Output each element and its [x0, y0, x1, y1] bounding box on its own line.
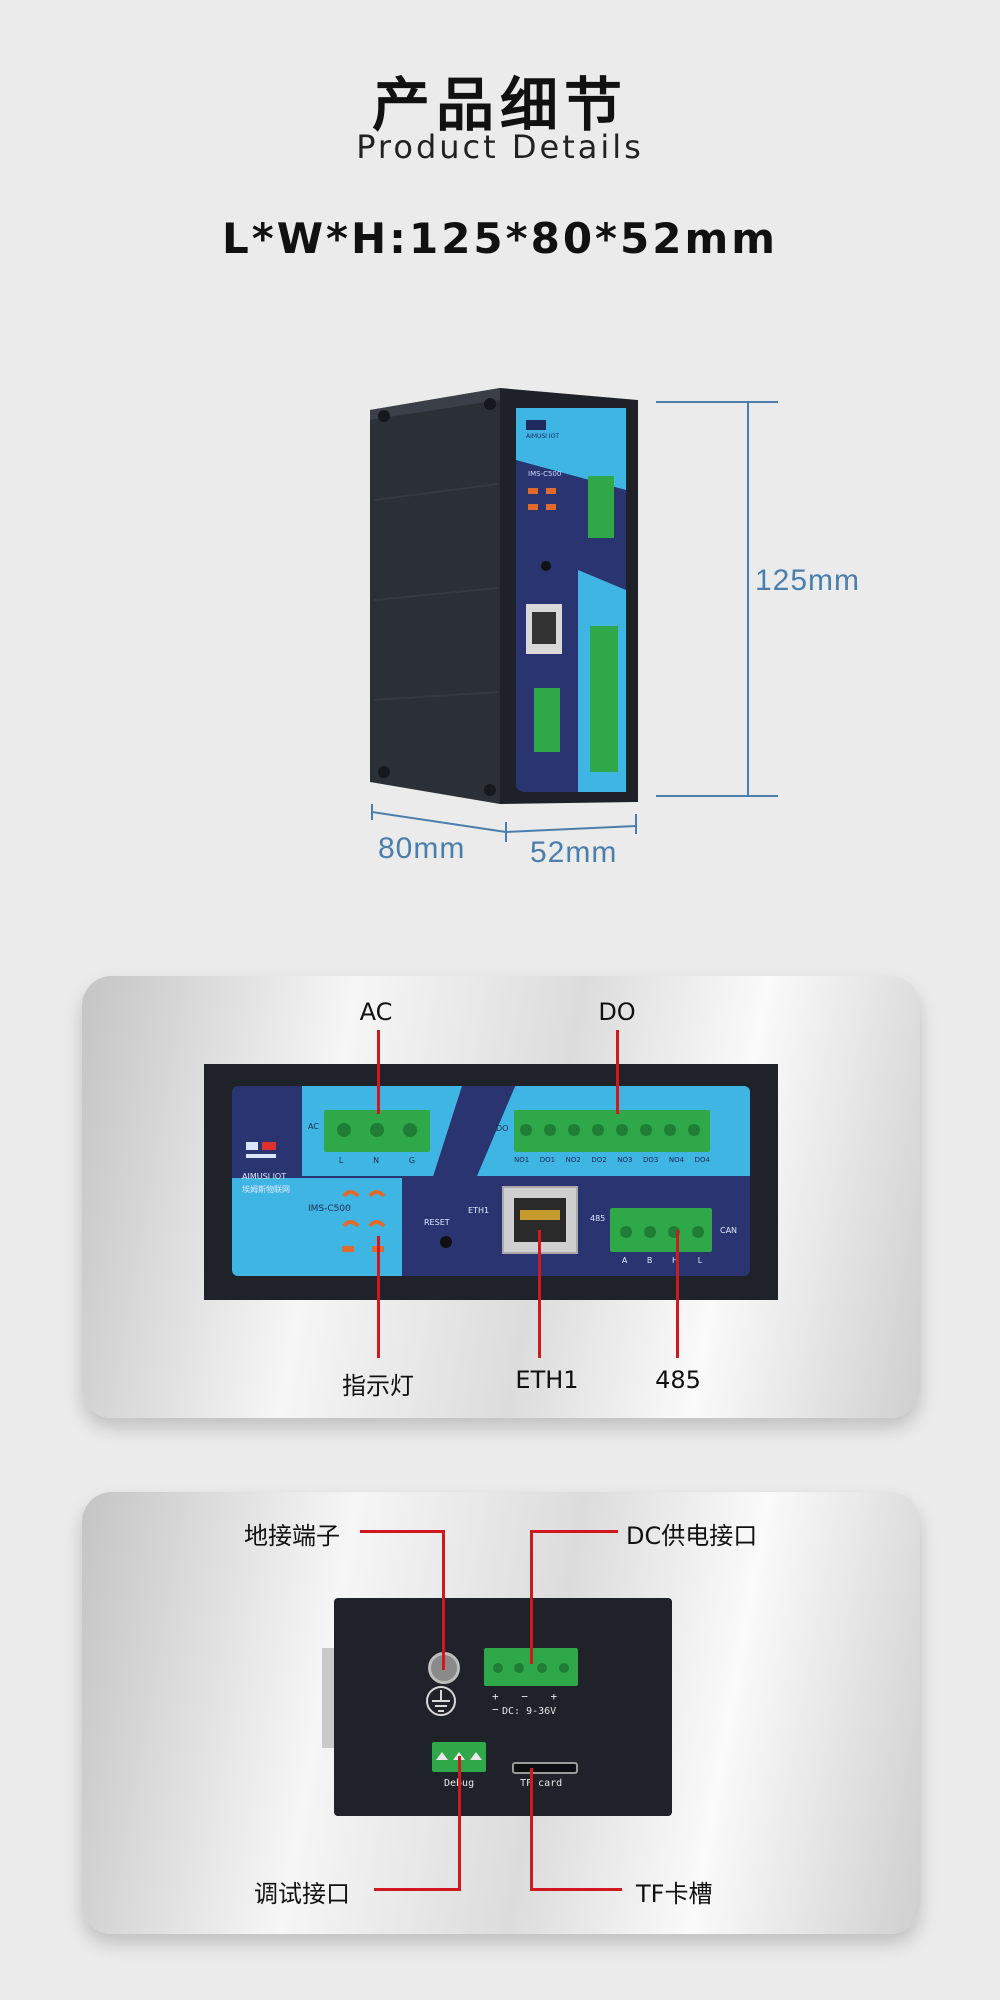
bus-pin-labels: A B H L: [612, 1256, 712, 1265]
ac-print: AC: [308, 1122, 319, 1131]
indicator-callout-line: [377, 1236, 380, 1358]
page-subtitle: Product Details: [356, 128, 644, 166]
dc-range: DC: 9-36V: [502, 1706, 557, 1717]
can-label: CAN: [720, 1226, 738, 1235]
front-panel-face: AIMUSI IOT 埃姆斯物联网 IMS-C500 RESET ETH1 48…: [232, 1086, 750, 1276]
ac-pin-n: N: [373, 1156, 380, 1165]
ground-callout: 地接端子: [244, 1522, 340, 1550]
ground-icon: [424, 1684, 458, 1718]
rear-panel-illustration: + − + − DC: 9-36V Debug TF card: [322, 1598, 672, 1816]
ac-callout: AC: [359, 998, 393, 1026]
brand-logo: [244, 1138, 284, 1168]
tf-label: TF card: [520, 1778, 563, 1789]
model-text: IMS-C500: [308, 1204, 351, 1214]
ac-pin-labels: L N G: [324, 1156, 430, 1165]
height-dimension-line: [656, 400, 780, 798]
do-callout: DO: [598, 998, 636, 1026]
tf-callout-vline: [530, 1768, 533, 1890]
indicator-callout: 指示灯: [342, 1372, 414, 1400]
eth1-callout: ETH1: [515, 1366, 579, 1394]
rs485-can-terminal[interactable]: [610, 1208, 712, 1252]
dc-callout-vline: [530, 1530, 533, 1664]
rs485-callout-line: [676, 1230, 679, 1358]
do-pin-no4: NO4: [668, 1156, 685, 1164]
svg-text:AIMUSI IOT: AIMUSI IOT: [526, 433, 559, 440]
ac-callout-line: [377, 1030, 380, 1114]
ground-callout-vline: [442, 1530, 445, 1670]
do-pin-no2: NO2: [565, 1156, 581, 1164]
ac-pin-g: G: [408, 1156, 416, 1165]
eth-label: ETH1: [468, 1206, 490, 1215]
device-3d-illustration: AIMUSI IOT IMS-C500: [360, 380, 660, 820]
do-pin-no3: NO3: [617, 1156, 633, 1164]
bus-pin-l: L: [697, 1256, 703, 1265]
ac-terminal[interactable]: [324, 1110, 430, 1152]
front-panel-illustration: AIMUSI IOT 埃姆斯物联网 IMS-C500 RESET ETH1 48…: [204, 1064, 778, 1300]
do-pin-do3: DO3: [642, 1156, 659, 1164]
ground-callout-hline: [360, 1530, 444, 1533]
reset-label: RESET: [424, 1218, 450, 1227]
do-terminal[interactable]: [514, 1110, 710, 1152]
debug-callout-hline: [374, 1888, 461, 1891]
do-callout-line: [616, 1030, 619, 1114]
tf-callout-hline: [530, 1888, 622, 1891]
dc-polarity: + − + −: [492, 1690, 566, 1716]
bus-pin-b: B: [646, 1256, 653, 1265]
dimensions-text: L*W*H:125*80*52mm: [222, 214, 778, 263]
do-print: DO: [496, 1124, 509, 1133]
svg-text:IMS-C500: IMS-C500: [528, 470, 561, 478]
debug-callout: 调试接口: [254, 1880, 350, 1908]
brand-text-cn: 埃姆斯物联网: [242, 1185, 290, 1194]
debug-callout-vline: [458, 1756, 461, 1890]
rs485-callout: 485: [655, 1366, 701, 1394]
base-dimension-lines: [370, 798, 640, 848]
eth1-callout-line: [538, 1230, 541, 1358]
do-pin-do4: DO4: [694, 1156, 710, 1164]
bus-pin-a: A: [621, 1256, 628, 1265]
do-pin-no1: NO1: [514, 1156, 530, 1164]
height-dimension-label: 125mm: [755, 562, 861, 600]
tf-callout: TF卡槽: [636, 1880, 713, 1908]
do-pin-do2: DO2: [591, 1156, 607, 1164]
ac-pin-l: L: [338, 1156, 344, 1165]
bus-pin-h: H: [672, 1256, 678, 1265]
rs485-label: 485: [590, 1214, 606, 1223]
brand-text: AIMUSI IOT: [242, 1172, 287, 1181]
dc-callout: DC供电接口: [626, 1522, 758, 1550]
tf-card-slot[interactable]: [512, 1762, 578, 1774]
status-leds: [336, 1186, 396, 1266]
do-pin-labels: NO1 DO1 NO2 DO2 NO3 DO3 NO4 DO4: [514, 1156, 710, 1164]
length-dimension-label: 80mm: [378, 832, 466, 865]
reset-button[interactable]: [440, 1236, 452, 1248]
page-title: 产品细节: [371, 71, 628, 139]
dc-callout-hline: [530, 1530, 618, 1533]
do-pin-do1: DO1: [539, 1156, 556, 1164]
width-dimension-label: 52mm: [530, 836, 618, 869]
